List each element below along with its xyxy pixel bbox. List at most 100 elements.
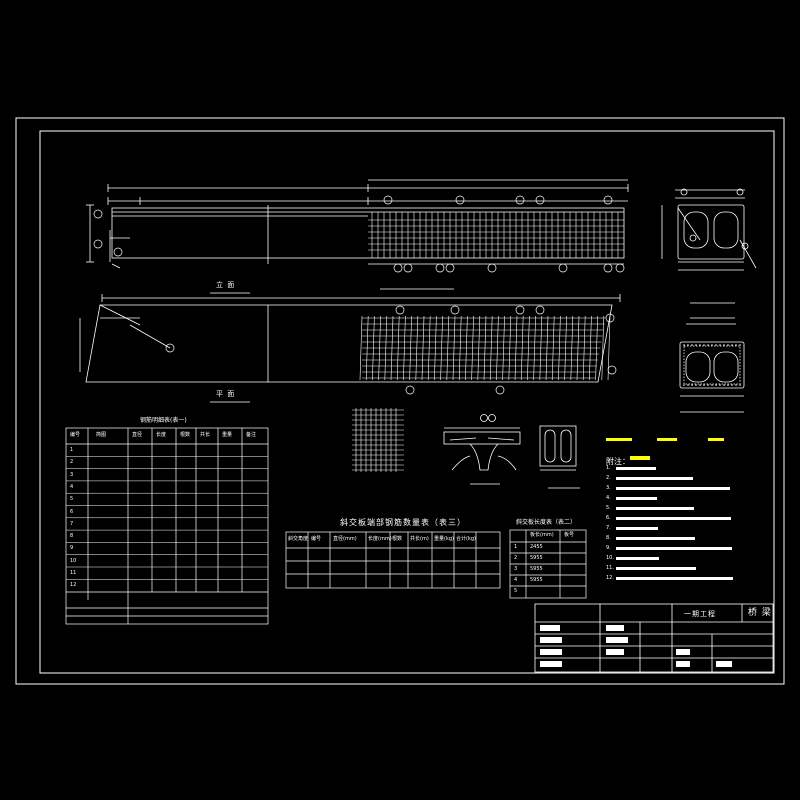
elevation-title: 立 面 [216,281,236,289]
table1-cell: 12 [70,582,77,589]
table1-header-cell: 重量 [222,432,233,438]
table3-header-cell: 编号 [311,536,322,542]
notes-header: 附注： [606,457,630,466]
elevation-rebar-mesh [368,212,624,258]
plan-transverse-bar [601,315,605,381]
rebar-dot [727,384,729,386]
rebar-dot [699,344,701,346]
table2-cell: 5955 [530,555,543,561]
notes-lines [616,467,733,580]
rebar-dot [723,384,725,386]
table1-cell: 3 [70,471,74,478]
detail-hole [539,425,580,489]
note-number: 1. [606,465,611,471]
outer-frame [15,117,785,685]
rebar-dot [731,384,733,386]
rebar-dot [703,344,705,346]
rebar-dot [707,344,709,346]
elevation-view [86,179,629,269]
table2-cell: 3 [514,566,518,572]
note-text-line [616,527,658,530]
table2-cell: 5 [514,588,518,594]
note-number: 11. [606,565,614,571]
rebar-dot [695,344,697,346]
note-number: 2. [606,475,611,481]
note-text-line [616,577,733,580]
table1-cell: 4 [70,483,74,490]
table1-title: 钢筋明细表(表一) [140,417,187,424]
plan-title: 平 面 [216,390,236,398]
rebar-dot [687,344,689,346]
rebar-dot [715,344,717,346]
note-number: 4. [606,495,611,501]
cross-section-middle-dots [683,344,741,386]
plan-callouts [165,305,617,395]
table2-cell: 5955 [530,566,543,572]
rebar-dot [683,384,685,386]
rebar-dot [719,344,721,346]
table2-header-cell: 板长(mm) [530,532,554,538]
table2-header-cell: 板号 [564,532,575,538]
rebar-dot [715,384,717,386]
note-text-line [616,477,693,480]
title-block [534,603,774,673]
rebar-dot [739,344,741,346]
table2-title: 斜交板长度表（表二） [516,519,577,526]
notes-highlight [606,438,724,460]
table1-header-cell: 编号 [70,432,81,438]
table1-header-cell: 长度 [156,432,167,438]
note-number: 7. [606,525,611,531]
table1-header-cell: 简图 [96,432,107,438]
plan-view [79,294,621,383]
inner-frame [39,130,775,674]
table1-cell: 7 [70,520,74,527]
table2-cell: 5955 [530,577,543,583]
rebar-dot [711,384,713,386]
detail-joint [443,414,521,485]
rebar-dot [691,384,693,386]
elevation-callouts [93,195,625,273]
table3-grid [285,531,501,589]
title-block-fill [540,625,732,667]
rebar-dot [687,384,689,386]
note-text-line [616,487,730,490]
rebar-dot [695,384,697,386]
rebar-dot [735,384,737,386]
rebar-dot [707,384,709,386]
cross-section-middle [679,302,745,413]
rebar-dot [727,344,729,346]
table3-header-cell: 根数 [392,536,403,542]
note-number: 5. [606,505,611,511]
rebar-dot [691,344,693,346]
table1-header-cell: 直径 [132,432,143,438]
note-number: 8. [606,535,611,541]
table3-header-cell: 直径(mm) [333,536,357,542]
table2-cell: 2 [514,555,518,561]
note-text-line [616,557,659,560]
table1-cell: 9 [70,545,74,552]
table1-header-cell: 共长 [200,432,211,438]
plan-transverse-bar [359,315,363,381]
table1-cell: 5 [70,496,74,503]
rebar-dot [699,384,701,386]
table1-cell: 11 [70,570,77,576]
table1-grid [65,427,269,625]
note-text-line [616,507,694,510]
table1-cell: 6 [70,508,74,515]
table3-header-cell: 合计(kg) [456,536,476,542]
note-text-line [616,567,696,570]
table3-header-cell: 重量(kg) [434,536,454,542]
detail-corner-mesh [352,408,404,472]
title-block-project: 一期工程 [684,610,716,618]
note-number: 6. [606,515,611,521]
note-number: 10. [606,555,614,561]
note-text-line [616,467,656,470]
title-block-drawing: 桥 梁 [748,608,772,618]
rebar-dot [719,384,721,386]
table1-cell: 1 [70,447,74,453]
table3-header-cell: 长度(mm) [368,536,392,542]
note-text-line [616,547,732,550]
table1-cell: 2 [70,459,74,466]
table2-grid [509,529,587,599]
table3-header-cell: 斜交角度 [288,536,309,542]
